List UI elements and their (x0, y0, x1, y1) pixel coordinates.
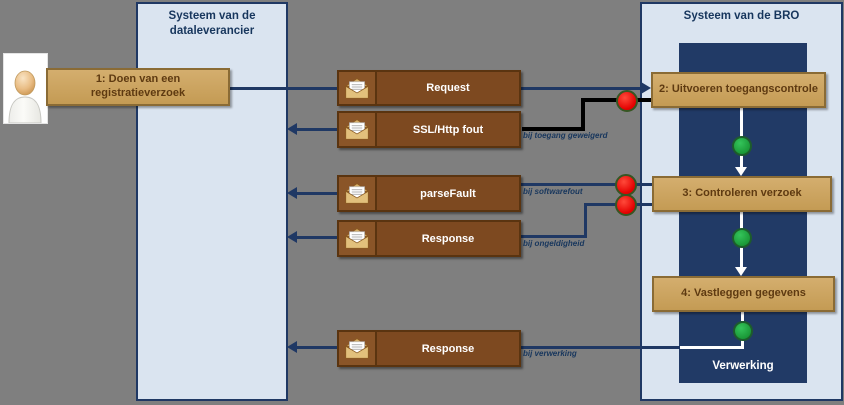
activity-label: 1: Doen van een registratieverzoek (90, 73, 186, 99)
activity-label: 2: Uitvoeren toegangscontrole (659, 83, 818, 96)
flow-connector (740, 212, 743, 229)
envelope-icon (344, 338, 370, 359)
flow-connector (740, 247, 743, 268)
final-response-arrowhead-icon (287, 341, 297, 353)
state-node (732, 136, 752, 156)
message-label: SSL/Http fout (412, 123, 484, 136)
message-ssl-http-fout: SSL/Http fout (337, 111, 521, 148)
note-verwerking: bij verwerking (523, 349, 577, 358)
message-response-verwerking: Response (337, 330, 521, 367)
note-softwarefout: bij softwarefout (523, 187, 583, 196)
ssl-error-connector (581, 98, 585, 129)
panel-dataleverancier-title: Systeem van de dataleverancier (168, 10, 256, 37)
flow-arrowhead-icon (735, 167, 747, 176)
activity-box-2: 2: Uitvoeren toegangscontrole (651, 72, 826, 108)
final-response-connector (680, 346, 743, 349)
ssl-error-connector (522, 127, 585, 131)
ssl-return-connector (297, 128, 337, 131)
activity-label: 3: Controleren verzoek (682, 187, 802, 200)
response-elbow-connector (584, 203, 587, 238)
error-node (616, 90, 638, 112)
message-request: Request (337, 70, 521, 106)
note-toegang-geweigerd: bij toegang geweigerd (523, 131, 608, 140)
state-node (733, 321, 753, 341)
final-response-connector (521, 346, 680, 349)
message-parsefault: parseFault (337, 175, 521, 212)
final-response-return-connector (297, 346, 337, 349)
parsefault-return-connector (297, 192, 337, 195)
flow-connector (740, 108, 743, 137)
response-arrowhead-icon (287, 231, 297, 243)
message-label: Request (426, 82, 470, 94)
parsefault-arrowhead-icon (287, 187, 297, 199)
panel-bro-title: Systeem van de BRO (683, 10, 800, 22)
flow-arrowhead-icon (735, 267, 747, 276)
message-response-ongeldig: Response (337, 220, 521, 257)
verwerking-label: Verwerking (712, 360, 774, 372)
message-label: Response (421, 232, 475, 245)
response-return-connector (297, 236, 337, 239)
activity-box-3: 3: Controleren verzoek (652, 176, 832, 212)
message-label: parseFault (420, 187, 476, 200)
ssl-return-arrowhead-icon (287, 123, 297, 135)
envelope-icon (344, 119, 370, 140)
envelope-icon (344, 228, 370, 249)
envelope-icon (344, 77, 370, 99)
flow-connector (741, 311, 744, 321)
activity-box-4: 4: Vastleggen gegevens (652, 276, 835, 312)
message-label: Response (421, 342, 475, 355)
note-ongeldigheid: bij ongeldigheid (523, 239, 585, 248)
error-node (615, 174, 637, 196)
final-response-connector (741, 340, 744, 349)
request-arrowhead-icon (641, 82, 651, 94)
activity-box-1: 1: Doen van een registratieverzoek (46, 68, 230, 106)
response-elbow-connector (521, 235, 587, 238)
actor-box (3, 53, 48, 124)
parsefault-connector (521, 183, 652, 186)
envelope-icon (344, 183, 370, 204)
state-node (732, 228, 752, 248)
activity-label: 4: Vastleggen gegevens (681, 287, 806, 300)
person-icon (8, 70, 42, 124)
panel-dataleverancier: Systeem van de dataleverancier (136, 2, 288, 401)
error-node (615, 194, 637, 216)
flow-connector (740, 155, 743, 169)
